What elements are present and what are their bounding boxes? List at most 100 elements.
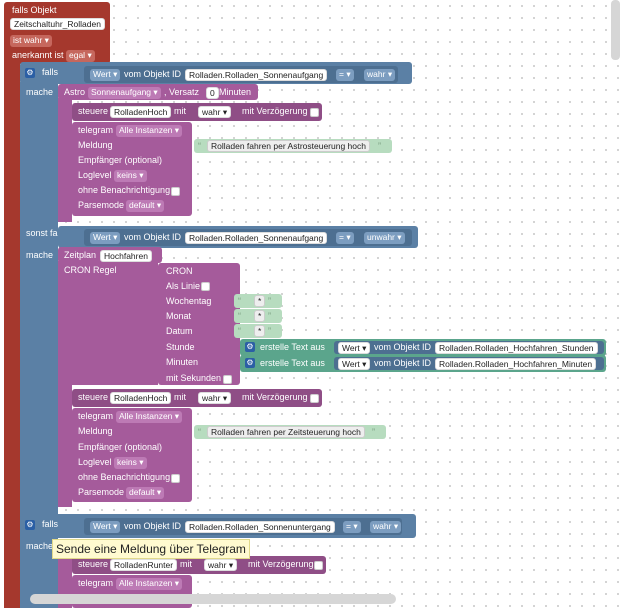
no-notify-label: ohne Benachrichtigung [78, 472, 171, 482]
delay-checkbox[interactable] [310, 394, 319, 403]
quote-close: ” [268, 311, 271, 321]
astro-event-dropdown[interactable]: Sonnenaufgang ▾ [88, 87, 161, 99]
parsemode-label: Parsemode [78, 200, 125, 210]
cron-rule-label: CRON Regel [64, 265, 117, 275]
quote-close: ” [378, 141, 381, 151]
telegram-instance-dropdown[interactable]: Alle Instanzen ▾ [116, 125, 183, 137]
create-text-label: erstelle Text aus [260, 358, 325, 368]
value-dropdown[interactable]: Wert ▾ [338, 358, 371, 370]
parsemode-label: Parsemode [78, 487, 125, 497]
from-object-label: vom Objekt ID [124, 69, 182, 79]
object-id-field[interactable]: Zeitschaltuhr_Rolladen [10, 18, 105, 30]
with-label: mit [180, 559, 192, 569]
telegram-instance-dropdown[interactable]: Alle Instanzen ▾ [116, 411, 183, 423]
schedule-cron-row [58, 261, 158, 385]
tooltip: Sende eine Meldung über Telegram [52, 539, 250, 559]
weekday-value-field[interactable]: * [254, 295, 266, 307]
hour-object-field[interactable]: Rolladen.Rolladen_Hochfahren_Stunden [435, 342, 598, 354]
telegram-label: telegram [78, 125, 114, 135]
receiver-label: Empfänger (optional) [78, 155, 163, 165]
cron-label: CRON [166, 266, 193, 276]
control-target-field[interactable]: RolladenHoch [110, 392, 172, 404]
loglevel-label: Loglevel [78, 457, 112, 467]
control-value-dropdown[interactable]: wahr ▾ [198, 392, 232, 404]
value-dropdown[interactable]: Wert ▾ [90, 521, 121, 533]
create-text-label: erstelle Text aus [260, 342, 325, 352]
parsemode-dropdown[interactable]: default ▾ [126, 487, 165, 499]
weekday-label: Wochentag [166, 296, 212, 306]
value-dropdown[interactable]: Wert ▾ [338, 342, 371, 354]
event-title: falls Objekt [12, 5, 57, 15]
date-value-field[interactable]: * [254, 325, 266, 337]
else-if-label: sonst falls [26, 228, 67, 238]
delay-label: mit Verzögerung [242, 106, 308, 116]
message-label: Meldung [78, 426, 113, 436]
object-id-field[interactable]: Rolladen.Rolladen_Sonnenuntergang [185, 521, 335, 533]
message-text-field[interactable]: Rolladen fahren per Astrosteuerung hoch [207, 140, 370, 152]
schedule-name-field[interactable]: Hochfahren [100, 250, 152, 262]
value-dropdown[interactable]: Wert ▾ [90, 232, 121, 244]
control-label: steuere [78, 106, 109, 116]
loglevel-dropdown[interactable]: keins ▾ [114, 170, 147, 182]
with-label: mit [174, 392, 186, 402]
delay-label: mit Verzögerung [248, 559, 314, 569]
horizontal-scrollbar[interactable] [30, 594, 396, 604]
operator-dropdown[interactable]: = ▾ [336, 232, 354, 244]
receiver-label: Empfänger (optional) [78, 442, 163, 452]
seconds-label: mit Sekunden [166, 373, 222, 383]
do-label: mache [26, 250, 54, 260]
astro-block-spine [58, 98, 72, 222]
control-target-field[interactable]: RolladenHoch [110, 106, 172, 118]
control-value-dropdown[interactable]: wahr ▾ [198, 106, 232, 118]
compare-value-dropdown[interactable]: unwahr ▾ [364, 232, 405, 244]
ack-dropdown[interactable]: egal ▾ [66, 50, 95, 62]
quote-open: “ [198, 427, 201, 437]
seconds-checkbox[interactable] [223, 375, 232, 384]
object-id-field[interactable]: Rolladen.Rolladen_Sonnenaufgang [185, 69, 328, 81]
parsemode-dropdown[interactable]: default ▾ [126, 200, 165, 212]
delay-checkbox[interactable] [314, 561, 323, 570]
message-text-field[interactable]: Rolladen fahren per Zeitsteuerung hoch [207, 426, 365, 438]
delay-label: mit Verzögerung [242, 392, 308, 402]
condition-dropdown[interactable]: ist wahr ▾ [10, 35, 52, 47]
compare-value-dropdown[interactable]: wahr ▾ [364, 69, 396, 81]
minutes-label: Minuten [219, 87, 252, 97]
message-label: Meldung [78, 140, 113, 150]
control-value-dropdown[interactable]: wahr ▾ [204, 559, 238, 571]
operator-dropdown[interactable]: = ▾ [336, 69, 354, 81]
gear-icon[interactable]: ⚙ [245, 358, 255, 368]
offset-value-field[interactable]: 0 [206, 87, 219, 99]
telegram-label: telegram [78, 411, 114, 421]
loglevel-label: Loglevel [78, 170, 112, 180]
object-id-field[interactable]: Rolladen.Rolladen_Sonnenaufgang [185, 232, 328, 244]
gear-icon[interactable]: ⚙ [245, 342, 255, 352]
no-notify-checkbox[interactable] [171, 474, 180, 483]
no-notify-checkbox[interactable] [171, 187, 180, 196]
loglevel-dropdown[interactable]: keins ▾ [114, 457, 147, 469]
telegram-instance-dropdown[interactable]: Alle Instanzen ▾ [116, 578, 183, 590]
line-checkbox[interactable] [201, 282, 210, 291]
quote-open: “ [198, 141, 201, 151]
gear-icon[interactable]: ⚙ [25, 520, 35, 530]
control-target-field[interactable]: RolladenRunter [110, 559, 178, 571]
gear-icon[interactable]: ⚙ [25, 68, 35, 78]
operator-dropdown[interactable]: = ▾ [343, 521, 361, 533]
value-dropdown[interactable]: Wert ▾ [90, 69, 121, 81]
control-label: steuere [78, 559, 109, 569]
if-label: falls [42, 67, 59, 77]
date-label: Datum [166, 326, 193, 336]
delay-checkbox[interactable] [310, 108, 319, 117]
cron-block[interactable] [158, 263, 240, 385]
month-label: Monat [166, 311, 192, 321]
vertical-scrollbar[interactable] [611, 0, 620, 60]
quote-close: ” [268, 296, 271, 306]
do-label: mache [26, 541, 54, 551]
line-label: Als Linie [166, 281, 201, 291]
no-notify-label: ohne Benachrichtigung [78, 185, 171, 195]
minute-object-field[interactable]: Rolladen.Rolladen_Hochfahren_Minuten [435, 358, 597, 370]
month-value-field[interactable]: * [254, 310, 266, 322]
telegram-block[interactable] [72, 408, 192, 502]
compare-value-dropdown[interactable]: wahr ▾ [370, 521, 402, 533]
event-block-spine [4, 60, 20, 608]
offset-label: , Versatz [164, 87, 200, 97]
